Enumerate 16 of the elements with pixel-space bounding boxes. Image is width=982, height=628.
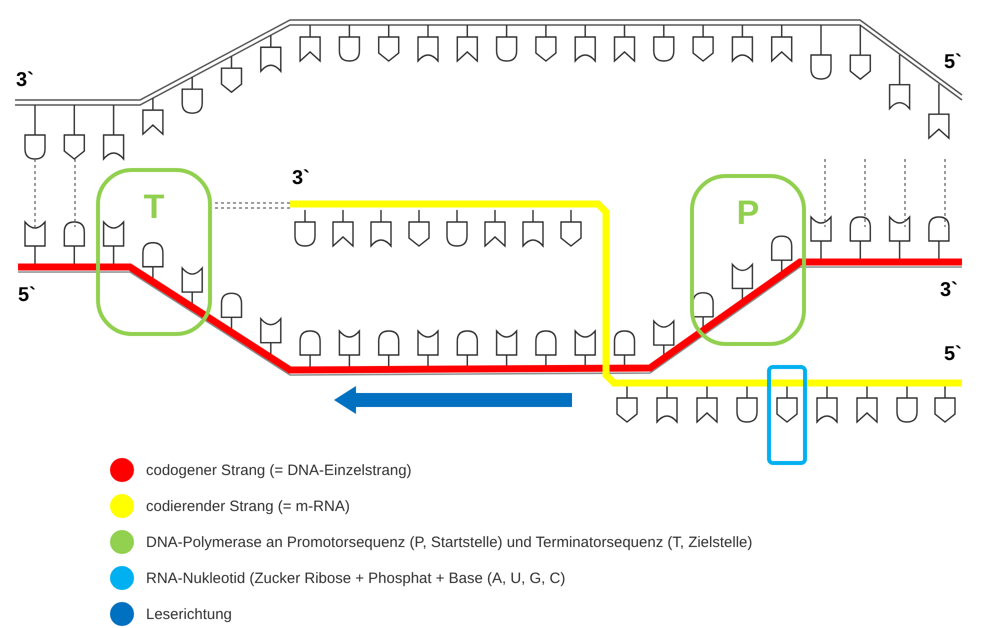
region-letter: P <box>736 196 760 230</box>
strand-end-label: 5` <box>944 344 962 364</box>
marker-outline <box>690 174 806 346</box>
strand-end-label: 3` <box>292 168 310 188</box>
legend-text: codogener Strang (= DNA-Einzelstrang) <box>146 462 412 478</box>
strand-end-label: 5` <box>18 285 36 305</box>
region-letter: T <box>144 190 164 224</box>
legend-text: DNA-Polymerase an Promotorsequenz (P, Startstelle) und Terminatorsequenz (T, Zielstelle) <box>146 534 752 550</box>
marker-outline <box>96 168 212 336</box>
strand-end-label: 3` <box>940 280 958 300</box>
legend-text: Leserichtung <box>146 606 232 622</box>
highlight-frame <box>767 365 807 465</box>
legend-text: RNA-Nukleotid (Zucker Ribose + Phosphat + Base (A, U, G, C) <box>146 570 566 586</box>
strand-end-label: 3` <box>16 70 34 90</box>
legend-text: codierender Strang (= m-RNA) <box>146 498 350 514</box>
strand-end-label: 5` <box>944 52 962 72</box>
